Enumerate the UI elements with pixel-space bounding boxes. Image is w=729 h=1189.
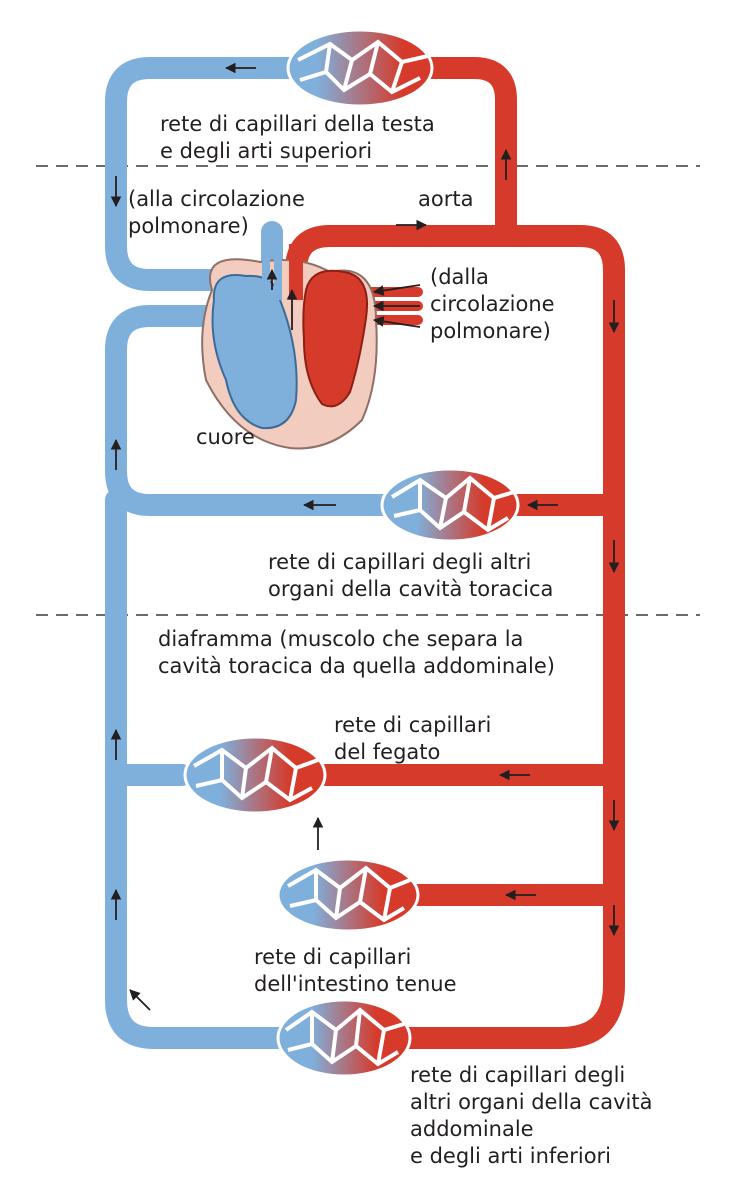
capillary-thoracic: [382, 469, 518, 541]
label-abdominal-capillaries: rete di capillari degli altri organi del…: [410, 1062, 652, 1170]
label-liver-capillaries: rete di capillari del fegato: [334, 712, 491, 766]
label-aorta: aorta: [418, 186, 473, 213]
flow-arrow-icon: [130, 990, 150, 1010]
label-intestine-capillaries: rete di capillari dell'intestino tenue: [254, 944, 457, 998]
capillary-liver: [185, 737, 325, 813]
label-head-capillaries: rete di capillari della testa e degli ar…: [160, 111, 435, 165]
label-heart: cuore: [196, 424, 255, 451]
capillary-abdominal: [278, 1000, 410, 1076]
heart: [202, 244, 377, 448]
label-thoracic-capillaries: rete di capillari degli altri organi del…: [268, 549, 553, 603]
label-to-pulmonary: (alla circolazione polmonare): [128, 186, 305, 240]
capillary-head: [288, 30, 432, 106]
label-diaphragm: diaframma (muscolo che separa la cavità …: [158, 626, 555, 680]
label-from-pulmonary: (dalla circolazione polmonare): [430, 264, 555, 345]
capillary-intestine: [278, 859, 418, 931]
